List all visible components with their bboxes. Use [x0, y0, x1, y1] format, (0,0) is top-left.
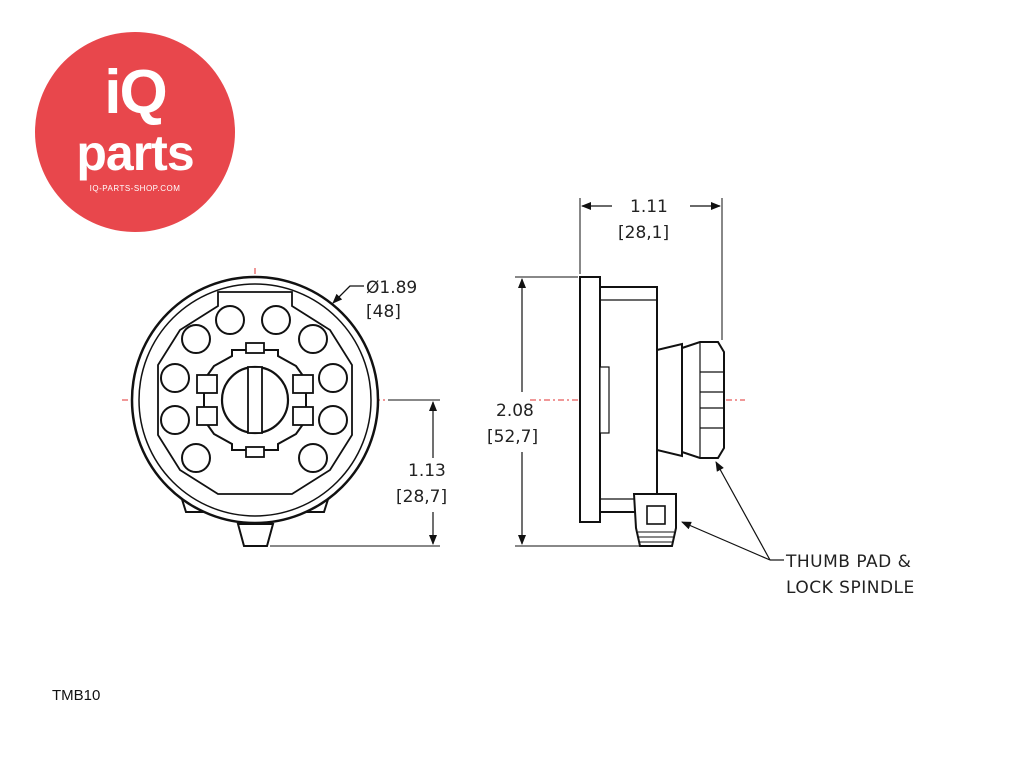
center-height-inch-label: 1.13 — [408, 461, 446, 481]
hub-tab-top — [245, 342, 265, 354]
diameter-leader — [333, 285, 364, 303]
front-flange — [157, 291, 353, 495]
hole — [298, 443, 328, 473]
front-hole-pattern — [160, 305, 348, 473]
logo-brand-bottom: parts — [76, 125, 194, 181]
iq-parts-logo: iQ parts IQ-PARTS-SHOP.COM — [35, 32, 235, 232]
spindle-slot — [247, 366, 263, 434]
center-height-mm-label: [28,7] — [396, 487, 447, 507]
hole — [181, 443, 211, 473]
hole — [298, 324, 328, 354]
hole — [318, 405, 348, 435]
callout-line-2: LOCK SPINDLE — [786, 578, 915, 598]
depth-inch-label: 1.11 — [630, 197, 668, 217]
total-height-mm-label: [52,7] — [487, 427, 538, 447]
part-code: TMB10 — [52, 687, 101, 704]
hub-tab-bottom — [245, 446, 265, 458]
side-front-plate — [579, 276, 601, 523]
total-height-inch-label: 2.08 — [496, 401, 534, 421]
callout-leader-spindle — [681, 521, 771, 561]
front-inner-ring — [138, 283, 372, 517]
diameter-inch-label: Ø1.89 — [366, 278, 417, 298]
logo-brand-top: iQ — [104, 58, 167, 127]
side-thumb-pad — [681, 341, 725, 459]
side-neck — [656, 342, 683, 458]
hole — [160, 363, 190, 393]
callout-line-1: THUMB PAD & — [785, 552, 911, 572]
side-inner-key — [599, 366, 610, 434]
hole — [160, 405, 190, 435]
hole — [215, 305, 245, 335]
hole — [318, 363, 348, 393]
front-bottom-nozzle — [236, 523, 275, 547]
logo-website: IQ-PARTS-SHOP.COM — [89, 184, 181, 193]
diameter-arrow — [332, 285, 351, 304]
hole — [181, 324, 211, 354]
spindle-window — [646, 505, 666, 525]
depth-mm-label: [28,1] — [618, 223, 669, 243]
hub-tab-left-bottom — [196, 406, 218, 426]
hub-tab-left-top — [196, 374, 218, 394]
callout-leader-pad — [715, 461, 771, 561]
hub-tab-right-bottom — [292, 406, 314, 426]
hole — [261, 305, 291, 335]
side-view — [530, 276, 745, 547]
diameter-mm-label: [48] — [366, 302, 401, 322]
hub-tab-right-top — [292, 374, 314, 394]
front-view — [122, 268, 390, 547]
